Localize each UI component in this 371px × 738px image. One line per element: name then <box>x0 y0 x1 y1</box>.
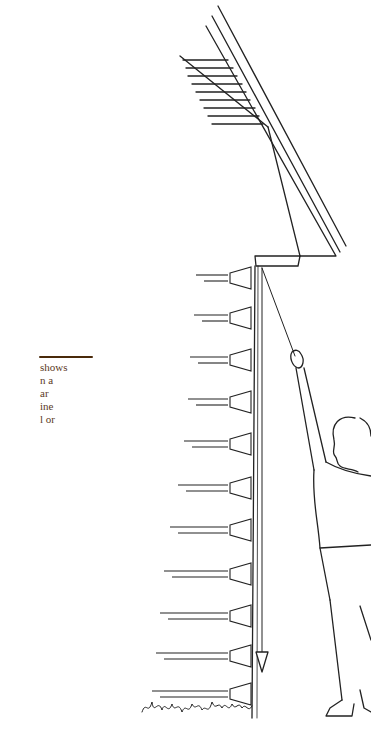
person <box>291 350 371 716</box>
nail-symbol <box>196 267 251 289</box>
nail-symbol <box>170 519 251 541</box>
caption-fragment: ine <box>40 400 53 412</box>
roof-edge <box>212 16 340 252</box>
plumb-bob <box>256 652 268 672</box>
gutter <box>255 256 300 266</box>
rafter-hatching <box>180 56 268 127</box>
grass <box>142 702 252 712</box>
caption-fragment: shows <box>40 361 68 373</box>
nail-symbol <box>194 307 251 329</box>
caption-fragment: n a <box>40 374 53 386</box>
nail-symbol <box>152 683 251 705</box>
caption-rule <box>40 356 92 358</box>
nail-symbol <box>184 433 251 455</box>
nail-symbol <box>156 645 251 667</box>
roof-edge <box>218 6 346 246</box>
caption-fragment: ar <box>40 387 49 399</box>
caption-fragment: l or <box>40 413 55 425</box>
nail-symbol <box>188 391 251 413</box>
wall-line <box>252 266 255 718</box>
nail-symbol <box>178 477 251 499</box>
nail-symbol <box>190 349 251 371</box>
wall-line <box>257 266 258 718</box>
plumb-line <box>262 268 263 652</box>
nail-symbol <box>160 605 251 627</box>
soffit-line <box>268 127 300 256</box>
string <box>262 268 295 356</box>
nail-symbol <box>164 563 251 585</box>
